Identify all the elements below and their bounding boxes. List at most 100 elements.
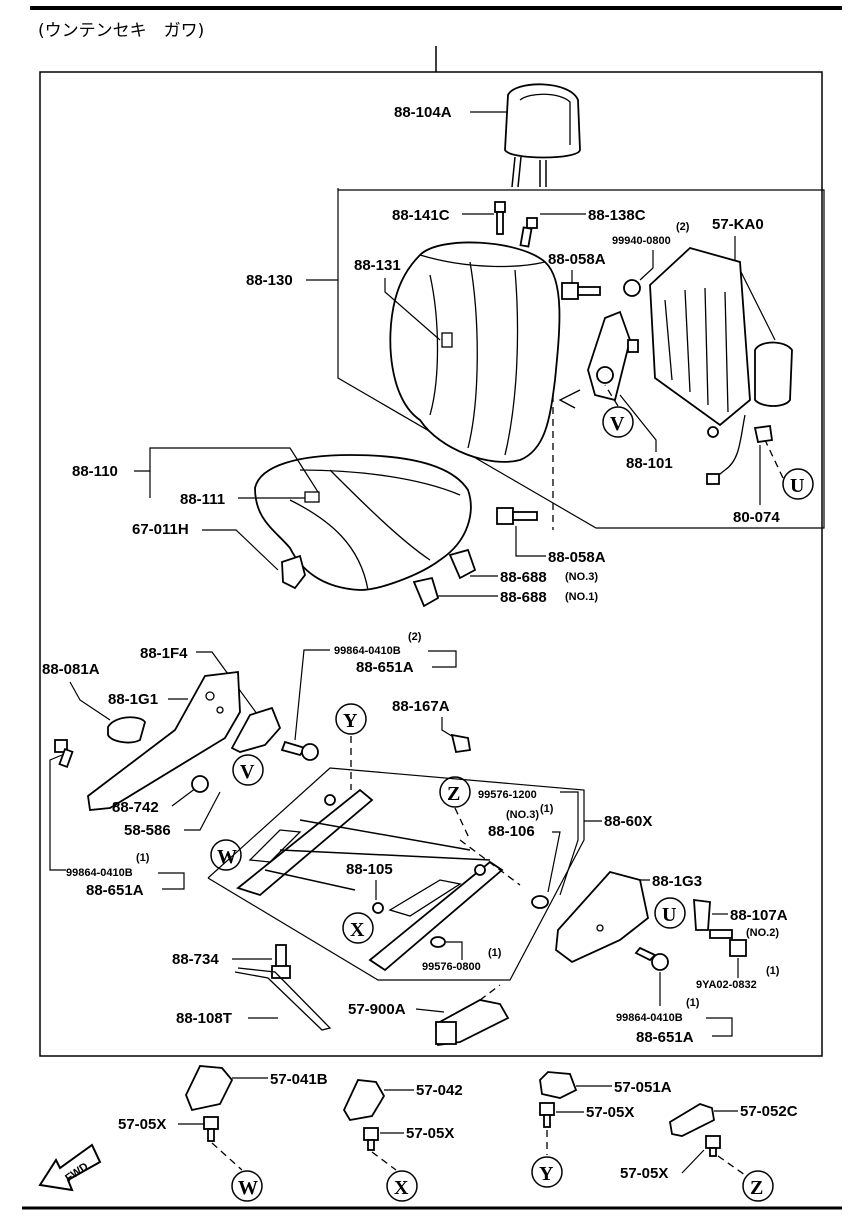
screw-57-05X-2-illustration	[363, 1127, 379, 1151]
label-88-1G3: 88-1G3	[652, 873, 702, 890]
callout-v-bottom-letter: V	[240, 761, 255, 783]
label-67-011H: 67-011H	[132, 521, 189, 538]
callout-u-top	[782, 468, 814, 500]
seat-track-88-60X-illustration	[236, 788, 504, 972]
label-88-058A-bot: 88-058A	[548, 549, 606, 566]
label-no2: (NO.2)	[746, 927, 779, 939]
label-88-131: 88-131	[354, 257, 401, 274]
label-88-104A: 88-104A	[394, 104, 452, 121]
label-99940-qty: (2)	[676, 221, 690, 233]
bolt-9YA02-illustration	[709, 929, 747, 957]
label-88-058A-top: 88-058A	[548, 251, 606, 268]
label-57-051A: 57-051A	[614, 1079, 672, 1096]
label-88-138C: 88-138C	[588, 207, 646, 224]
label-88-742: 88-742	[112, 799, 159, 816]
callout-w-mid-letter: W	[217, 846, 237, 868]
label-99864-0410B-a: 99864-0410B	[334, 645, 401, 657]
bolt-88-058A-top-illustration	[561, 282, 601, 300]
label-80-074: 80-074	[733, 509, 780, 526]
screw-left-illustration	[54, 739, 74, 769]
clip-99576-0800-illustration	[430, 936, 446, 948]
label-57-041B: 57-041B	[270, 1071, 328, 1088]
callout-y-top	[335, 703, 367, 735]
callout-w-bottom-letter: W	[238, 1177, 258, 1199]
label-88-167A: 88-167A	[392, 698, 450, 715]
label-88-108T: 88-108T	[176, 1010, 232, 1027]
callout-y-top-letter: Y	[343, 710, 358, 732]
washer-88-106-illustration	[531, 895, 549, 909]
label-99576-1200: 99576-1200	[478, 789, 537, 801]
callout-z-bottom	[742, 1170, 774, 1202]
label-88-60X: 88-60X	[604, 813, 652, 830]
label-88-1F4: 88-1F4	[140, 645, 188, 662]
label-57-042: 57-042	[416, 1082, 463, 1099]
seat-cushion-illustration	[254, 454, 472, 591]
label-88-105: 88-105	[346, 861, 393, 878]
wire-88-108T-illustration	[234, 967, 332, 1031]
cap-57-051A-illustration	[539, 1071, 578, 1099]
bolt-88-058A-bot-illustration	[496, 507, 538, 525]
label-57-05X-4: 57-05X	[620, 1165, 668, 1182]
shield-88-1G3-illustration	[555, 870, 649, 964]
label-88-110: 88-110	[72, 463, 118, 480]
callout-u-top-letter: U	[790, 475, 804, 497]
screw-57-05X-1-illustration	[203, 1116, 219, 1142]
bolt-88-138C-illustration	[519, 217, 538, 248]
label-88-081A: 88-081A	[42, 661, 100, 678]
knob-88-081A-illustration	[107, 716, 146, 744]
label-no3-b: (NO.3)	[506, 809, 539, 821]
clip-80-074-illustration	[753, 424, 774, 444]
label-qty-1-c: (1)	[488, 947, 502, 959]
label-88-141C: 88-141C	[392, 207, 450, 224]
nut-88-742-illustration	[191, 775, 209, 793]
seatback-group-outline	[337, 188, 825, 529]
bolt-88-734-illustration	[271, 944, 291, 979]
seat-track-outline	[207, 767, 585, 981]
label-57-05X-1: 57-05X	[118, 1116, 166, 1133]
callout-z-top	[439, 776, 471, 808]
callout-v-bottom	[232, 754, 264, 786]
screw-57-05X-3-illustration	[539, 1102, 555, 1128]
hook-67-011H-illustration	[281, 554, 306, 590]
callout-x-mid-letter: X	[350, 919, 365, 941]
screw-99864-a-illustration	[280, 740, 319, 761]
label-qty-1-d: (1)	[766, 965, 780, 977]
label-99576-0800: 99576-0800	[422, 961, 481, 973]
callout-y-bottom-letter: Y	[539, 1163, 554, 1185]
assembly-frame	[39, 71, 823, 1057]
label-99940-0800: 99940-0800	[612, 235, 671, 247]
callout-v-top	[602, 406, 634, 438]
label-57-052C: 57-052C	[740, 1103, 798, 1120]
callout-y-bottom	[531, 1156, 563, 1188]
clip-88-688-no1-illustration	[412, 576, 440, 608]
headrest-illustration	[504, 83, 581, 188]
bolt-88-141C-illustration	[494, 201, 506, 235]
label-58-586: 58-586	[124, 822, 171, 839]
label-qty-1-e: (1)	[686, 997, 700, 1009]
callout-w-mid	[210, 839, 242, 871]
label-88-106: 88-106	[488, 823, 535, 840]
label-88-651A-c: 88-651A	[636, 1029, 694, 1046]
label-no1: (NO.1)	[565, 591, 598, 603]
label-88-111: 88-111	[180, 491, 225, 508]
callout-x-bottom-letter: X	[394, 1177, 409, 1199]
nut-99940-illustration	[623, 279, 641, 297]
label-88-651A-b: 88-651A	[86, 882, 144, 899]
cap-57-042-illustration	[342, 1079, 386, 1121]
label-88-101: 88-101	[626, 455, 673, 472]
washer-88-105-illustration	[372, 902, 384, 914]
screw-99864-c-illustration	[634, 946, 669, 971]
callout-x-bottom	[386, 1170, 418, 1202]
label-88-688-a: 88-688	[500, 569, 547, 586]
recliner-88-101-illustration	[558, 310, 639, 409]
callout-z-top-letter: Z	[447, 783, 460, 805]
side-shield-88-1G1-illustration	[87, 670, 241, 811]
callout-w-bottom	[231, 1170, 263, 1202]
label-no3-a: (NO.3)	[565, 571, 598, 583]
label-57-900A: 57-900A	[348, 1001, 406, 1018]
callout-v-top-letter: V	[610, 413, 625, 435]
label-88-734: 88-734	[172, 951, 219, 968]
label-57-KA0: 57-KA0	[712, 216, 764, 233]
label-99864-0410B-c: 99864-0410B	[616, 1012, 683, 1024]
